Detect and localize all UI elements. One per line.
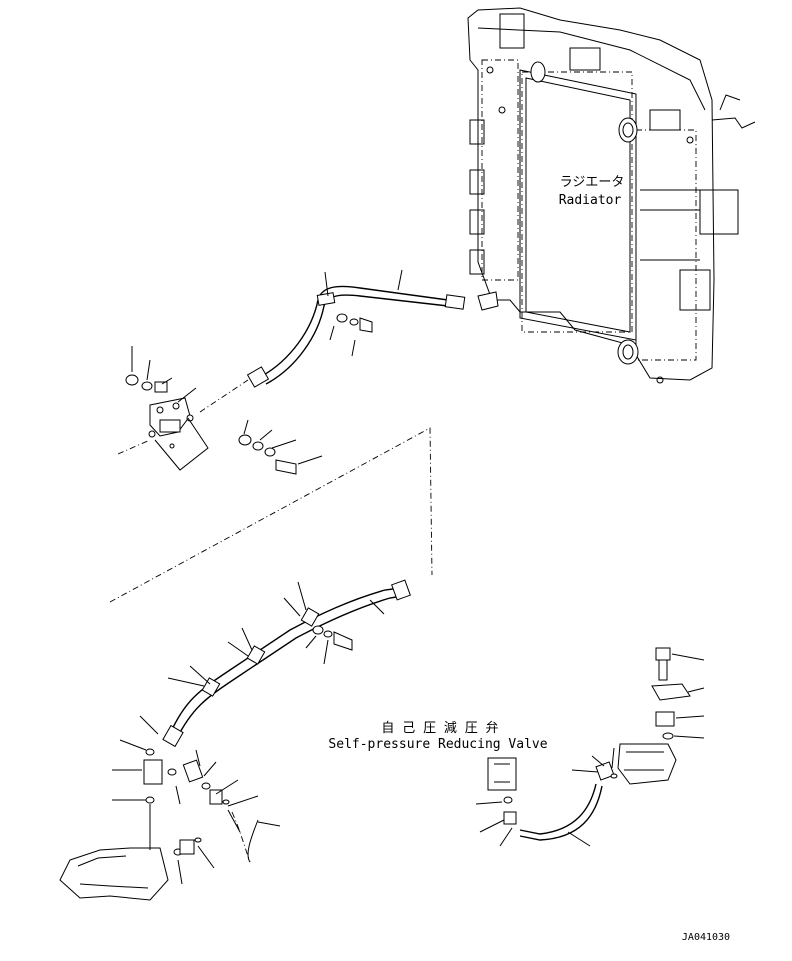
upper-hose: [246, 269, 466, 388]
radiator: [467, 7, 756, 384]
radiator-label-en: Radiator: [559, 193, 622, 208]
lower-hose: [139, 579, 411, 748]
valve-label-en: Self-pressure Reducing Valve: [328, 737, 547, 752]
valve-label-jp: 自 己 圧 減 圧 弁: [381, 720, 498, 736]
radiator-label-jp: ラジエータ: [560, 175, 625, 190]
lower-left-fittings: [59, 739, 281, 901]
drawing-code: JA041030: [682, 932, 730, 943]
connection-line: [109, 427, 433, 603]
clamp-bracket: [117, 346, 323, 475]
valve-assembly: [475, 647, 705, 847]
